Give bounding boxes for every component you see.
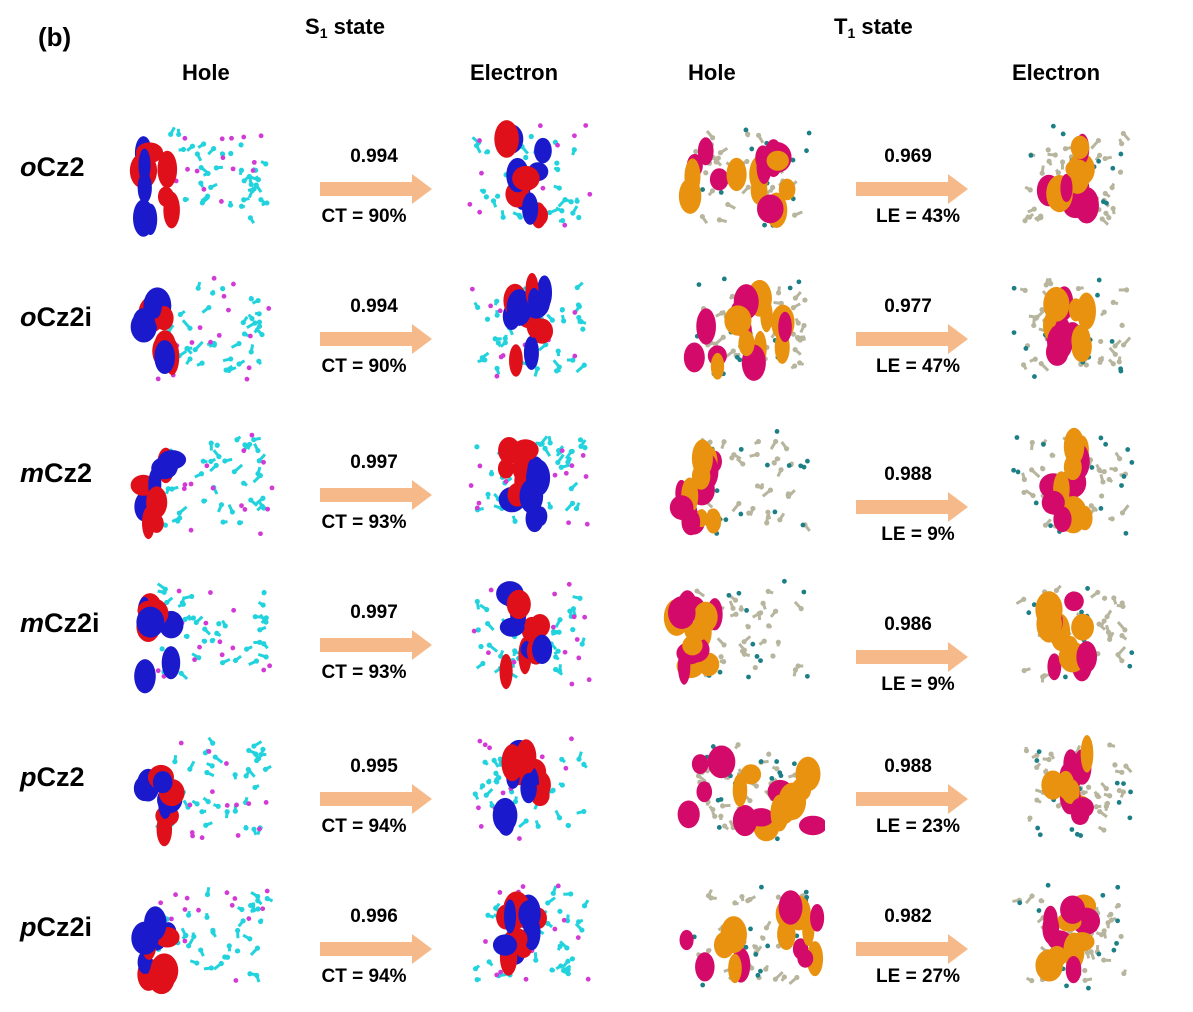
- s1-overlap-value: 0.994: [350, 146, 398, 167]
- s1-hole-molecule: [118, 418, 288, 558]
- column-header-t1-hole: Hole: [688, 60, 736, 85]
- s1-electron-molecule: [435, 872, 605, 1012]
- s1-transition-arrow: [320, 784, 432, 814]
- t1-electron-molecule: [978, 112, 1148, 252]
- molecule-name: pCz2i: [20, 912, 93, 942]
- s1-overlap-value: 0.996: [350, 906, 398, 927]
- t1-electron-molecule: [978, 262, 1148, 402]
- t1-character-label: LE = 9%: [881, 524, 955, 545]
- s1-character-label: CT = 94%: [321, 966, 407, 987]
- t1-overlap-value: 0.982: [884, 906, 932, 927]
- s1-electron-molecule: [435, 418, 605, 558]
- t1-electron-molecule: [978, 418, 1148, 558]
- column-header-s1-electron: Electron: [470, 60, 559, 85]
- t1-hole-molecule: [655, 112, 825, 252]
- s1-electron-molecule: [435, 722, 605, 862]
- s1-transition-arrow: [320, 630, 432, 660]
- t1-hole-molecule: [655, 262, 825, 402]
- t1-transition-arrow: [856, 492, 968, 522]
- s1-character-label: CT = 94%: [321, 816, 407, 837]
- s1-electron-molecule: [435, 568, 605, 708]
- s1-state-title: S1 state: [305, 14, 385, 41]
- molecule-row: oCz2 0.994 CT = 90% 0.969 LE = 43%: [0, 112, 1193, 252]
- t1-transition-arrow: [856, 642, 968, 672]
- molecule-row: mCz2 0.997 CT = 93% 0.988 LE = 9%: [0, 418, 1193, 558]
- molecule-name: pCz2: [20, 762, 85, 792]
- panel-label: (b): [38, 22, 72, 52]
- s1-transition-arrow: [320, 174, 432, 204]
- t1-state-title: T1 state: [834, 14, 913, 41]
- s1-character-label: CT = 93%: [321, 662, 407, 683]
- t1-character-label: LE = 43%: [876, 206, 960, 227]
- s1-overlap-value: 0.997: [350, 602, 398, 623]
- t1-electron-molecule: [978, 872, 1148, 1012]
- molecule-name: mCz2: [20, 458, 93, 488]
- t1-overlap-value: 0.988: [884, 464, 932, 485]
- molecule-row: pCz2 0.995 CT = 94% 0.988 LE = 23%: [0, 722, 1193, 862]
- t1-hole-molecule: [655, 872, 825, 1012]
- t1-hole-molecule: [655, 418, 825, 558]
- s1-hole-molecule: [118, 722, 288, 862]
- t1-transition-arrow: [856, 784, 968, 814]
- s1-character-label: CT = 90%: [321, 356, 407, 377]
- t1-electron-molecule: [978, 568, 1148, 708]
- s1-hole-molecule: [118, 872, 288, 1012]
- molecule-name: mCz2i: [20, 608, 100, 638]
- t1-overlap-value: 0.969: [884, 146, 932, 167]
- t1-electron-molecule: [978, 722, 1148, 862]
- t1-transition-arrow: [856, 934, 968, 964]
- molecule-name: oCz2: [20, 152, 85, 182]
- molecule-row: pCz2i 0.996 CT = 94% 0.982 LE = 27%: [0, 872, 1193, 1012]
- s1-electron-molecule: [435, 262, 605, 402]
- t1-overlap-value: 0.988: [884, 756, 932, 777]
- s1-overlap-value: 0.997: [350, 452, 398, 473]
- s1-transition-arrow: [320, 324, 432, 354]
- t1-transition-arrow: [856, 174, 968, 204]
- column-header-s1-hole: Hole: [182, 60, 230, 85]
- s1-character-label: CT = 90%: [321, 206, 407, 227]
- t1-overlap-value: 0.986: [884, 614, 932, 635]
- s1-transition-arrow: [320, 480, 432, 510]
- t1-overlap-value: 0.977: [884, 296, 932, 317]
- t1-character-label: LE = 23%: [876, 816, 960, 837]
- s1-hole-molecule: [118, 262, 288, 402]
- s1-hole-molecule: [118, 568, 288, 708]
- s1-character-label: CT = 93%: [321, 512, 407, 533]
- t1-hole-molecule: [655, 722, 825, 862]
- t1-hole-molecule: [655, 568, 825, 708]
- molecule-row: oCz2i 0.994 CT = 90% 0.977 LE = 47%: [0, 262, 1193, 402]
- s1-overlap-value: 0.995: [350, 756, 398, 777]
- molecule-name: oCz2i: [20, 302, 93, 332]
- s1-electron-molecule: [435, 112, 605, 252]
- s1-overlap-value: 0.994: [350, 296, 398, 317]
- t1-character-label: LE = 9%: [881, 674, 955, 695]
- column-header-t1-electron: Electron: [1012, 60, 1101, 85]
- molecule-row: mCz2i 0.997 CT = 93% 0.986 LE = 9%: [0, 568, 1193, 708]
- s1-hole-molecule: [118, 112, 288, 252]
- t1-character-label: LE = 47%: [876, 356, 960, 377]
- t1-transition-arrow: [856, 324, 968, 354]
- t1-character-label: LE = 27%: [876, 966, 960, 987]
- s1-transition-arrow: [320, 934, 432, 964]
